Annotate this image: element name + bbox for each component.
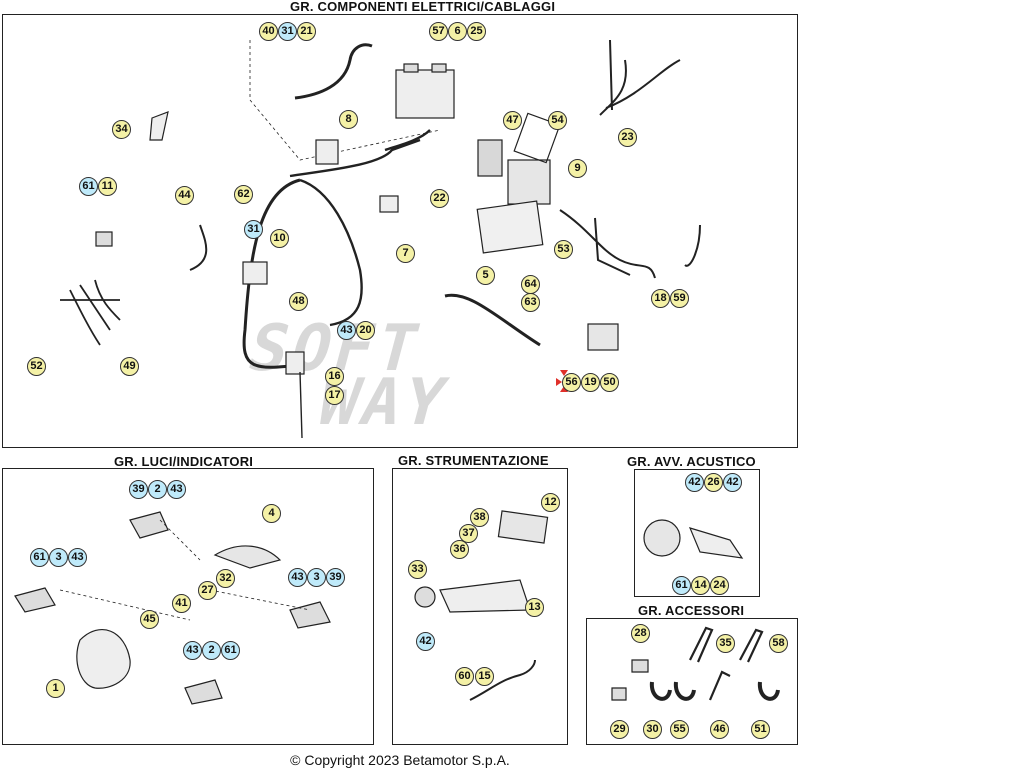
callout-lights-41[interactable]: 41 <box>172 594 191 613</box>
callout-instruments-38[interactable]: 38 <box>470 508 489 527</box>
callout-electrical-48[interactable]: 48 <box>289 292 308 311</box>
callout-electrical-43[interactable]: 43 <box>337 321 356 340</box>
callout-lights-45[interactable]: 45 <box>140 610 159 629</box>
callout-lights-43[interactable]: 43 <box>183 641 202 660</box>
callout-horn-26[interactable]: 26 <box>704 473 723 492</box>
callout-electrical-49[interactable]: 49 <box>120 357 139 376</box>
callout-electrical-62[interactable]: 62 <box>234 185 253 204</box>
callout-lights-61[interactable]: 61 <box>221 641 240 660</box>
callout-electrical-53[interactable]: 53 <box>554 240 573 259</box>
callout-horn-61[interactable]: 61 <box>672 576 691 595</box>
callout-electrical-21[interactable]: 21 <box>297 22 316 41</box>
horn-part <box>643 519 681 557</box>
panel-lights-title: GR. LUCI/INDICATORI <box>114 454 254 469</box>
callout-lights-27[interactable]: 27 <box>198 581 217 600</box>
callout-electrical-25[interactable]: 25 <box>467 22 486 41</box>
callout-electrical-5[interactable]: 5 <box>476 266 495 285</box>
title-rule <box>2 14 798 15</box>
fuse-box-part <box>476 200 544 254</box>
callout-electrical-34[interactable]: 34 <box>112 120 131 139</box>
callout-horn-42[interactable]: 42 <box>723 473 742 492</box>
callout-electrical-23[interactable]: 23 <box>618 128 637 147</box>
callout-instruments-60[interactable]: 60 <box>455 667 474 686</box>
copyright-footer: © Copyright 2023 Betamotor S.p.A. <box>290 752 510 768</box>
callout-electrical-56[interactable]: 56 <box>562 373 581 392</box>
callout-electrical-52[interactable]: 52 <box>27 357 46 376</box>
exploded-parts-drawing <box>14 39 780 705</box>
callout-electrical-10[interactable]: 10 <box>270 229 289 248</box>
callout-electrical-31[interactable]: 31 <box>244 220 263 239</box>
callout-lights-3[interactable]: 3 <box>49 548 68 567</box>
callout-electrical-22[interactable]: 22 <box>430 189 449 208</box>
callout-electrical-8[interactable]: 8 <box>339 110 358 129</box>
ecu-part <box>507 159 551 205</box>
callout-accessories-28[interactable]: 28 <box>631 624 650 643</box>
callout-electrical-61[interactable]: 61 <box>79 177 98 196</box>
callout-electrical-11[interactable]: 11 <box>98 177 117 196</box>
callout-electrical-19[interactable]: 19 <box>581 373 600 392</box>
callout-electrical-57[interactable]: 57 <box>429 22 448 41</box>
battery-part <box>395 69 455 119</box>
callout-lights-2[interactable]: 2 <box>202 641 221 660</box>
callout-instruments-37[interactable]: 37 <box>459 524 478 543</box>
callout-instruments-13[interactable]: 13 <box>525 598 544 617</box>
callout-electrical-54[interactable]: 54 <box>548 111 567 130</box>
indicator-front-left-part <box>129 511 169 539</box>
callout-electrical-50[interactable]: 50 <box>600 373 619 392</box>
callout-accessories-51[interactable]: 51 <box>751 720 770 739</box>
callout-accessories-29[interactable]: 29 <box>610 720 629 739</box>
callout-electrical-63[interactable]: 63 <box>521 293 540 312</box>
callout-lights-3[interactable]: 3 <box>307 568 326 587</box>
diagram-sheet: GR. COMPONENTI ELETTRICI/CABLAGGI SOFT W… <box>0 0 800 770</box>
callout-lights-43[interactable]: 43 <box>68 548 87 567</box>
callout-electrical-7[interactable]: 7 <box>396 244 415 263</box>
callout-lights-4[interactable]: 4 <box>262 504 281 523</box>
callout-electrical-64[interactable]: 64 <box>521 275 540 294</box>
callout-instruments-42[interactable]: 42 <box>416 632 435 651</box>
callout-lights-39[interactable]: 39 <box>129 480 148 499</box>
callout-electrical-44[interactable]: 44 <box>175 186 194 205</box>
callout-instruments-36[interactable]: 36 <box>450 540 469 559</box>
callout-electrical-40[interactable]: 40 <box>259 22 278 41</box>
panel-accessories-title: GR. ACCESSORI <box>638 603 745 618</box>
callout-accessories-30[interactable]: 30 <box>643 720 662 739</box>
callout-lights-43[interactable]: 43 <box>167 480 186 499</box>
callout-horn-14[interactable]: 14 <box>691 576 710 595</box>
callout-instruments-12[interactable]: 12 <box>541 493 560 512</box>
callout-electrical-17[interactable]: 17 <box>325 386 344 405</box>
callout-electrical-6[interactable]: 6 <box>448 22 467 41</box>
callout-accessories-58[interactable]: 58 <box>769 634 788 653</box>
callout-lights-32[interactable]: 32 <box>216 569 235 588</box>
callout-electrical-47[interactable]: 47 <box>503 111 522 130</box>
callout-accessories-35[interactable]: 35 <box>716 634 735 653</box>
callout-lights-61[interactable]: 61 <box>30 548 49 567</box>
callout-lights-43[interactable]: 43 <box>288 568 307 587</box>
callout-accessories-55[interactable]: 55 <box>670 720 689 739</box>
panel-instruments-title: GR. STRUMENTAZIONE <box>398 453 549 468</box>
callout-instruments-33[interactable]: 33 <box>408 560 427 579</box>
main-harness-part <box>242 178 301 369</box>
callout-electrical-20[interactable]: 20 <box>356 321 375 340</box>
battery-cable-part <box>294 43 373 100</box>
callout-electrical-18[interactable]: 18 <box>651 289 670 308</box>
dashboard-part <box>497 510 549 544</box>
callout-lights-39[interactable]: 39 <box>326 568 345 587</box>
callout-lights-2[interactable]: 2 <box>148 480 167 499</box>
panel-electrical-title: GR. COMPONENTI ELETTRICI/CABLAGGI <box>290 0 556 14</box>
panel-horn-title: GR. AVV. ACUSTICO <box>627 454 756 469</box>
callout-instruments-15[interactable]: 15 <box>475 667 494 686</box>
headlight-part <box>76 629 131 689</box>
callout-electrical-59[interactable]: 59 <box>670 289 689 308</box>
callout-horn-24[interactable]: 24 <box>710 576 729 595</box>
callout-horn-42[interactable]: 42 <box>685 473 704 492</box>
callout-lights-1[interactable]: 1 <box>46 679 65 698</box>
callout-electrical-9[interactable]: 9 <box>568 159 587 178</box>
callout-electrical-16[interactable]: 16 <box>325 367 344 386</box>
callout-accessories-46[interactable]: 46 <box>710 720 729 739</box>
callout-electrical-31[interactable]: 31 <box>278 22 297 41</box>
